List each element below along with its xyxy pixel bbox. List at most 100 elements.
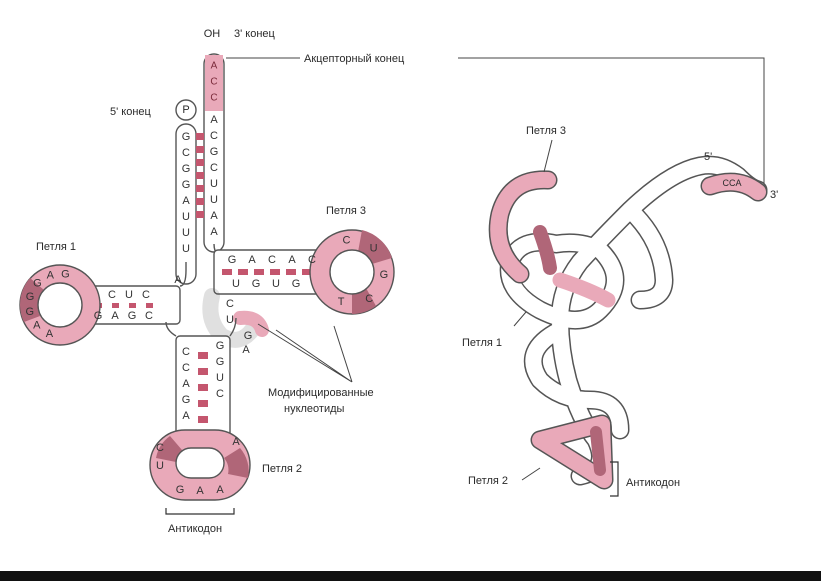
r-cca-fill	[702, 174, 766, 200]
r-loop3-dark	[533, 225, 557, 275]
nucleotide-t-loop: C	[365, 293, 373, 305]
acceptor-end-label: Акцепторный конец	[304, 53, 405, 65]
nucleotide-d-loop: G	[26, 291, 35, 303]
nucleotide-d-loop: A	[47, 270, 55, 282]
nucleotide-d-loop: G	[61, 268, 70, 280]
acceptor-pairs	[196, 133, 204, 218]
nucleotide-acceptor-right: A	[210, 210, 218, 222]
nucleotide-t-loop: U	[370, 242, 378, 254]
five-prime-label: 5' конец	[110, 106, 152, 118]
nucleotide-d-stem-bottom: A	[111, 310, 119, 322]
nucleotide-t-loop: C	[342, 234, 350, 246]
nucleotide-d-loop: G	[33, 278, 42, 290]
r-loop2-label: Петля 2	[468, 475, 508, 487]
nucleotide-acceptor-right: A	[210, 114, 218, 126]
nucleotide-acceptor-right: A	[210, 226, 218, 238]
nucleotide-t-stem-bottom: U	[272, 278, 280, 290]
nucleotide-acceptor-left: U	[182, 211, 190, 223]
variable-loop-pink	[233, 310, 269, 337]
nucleotide-t-stem-bottom: G	[292, 278, 301, 290]
three-prime-label: 3' конец	[234, 28, 276, 40]
nucleotide-t-loop: T	[338, 296, 345, 308]
anticodon-bracket	[165, 508, 235, 515]
nucleotide-t-stem-top: A	[288, 254, 296, 266]
r-anticodon-label: Антикодон	[626, 477, 680, 489]
nucleotide-t-stem-top: A	[248, 254, 256, 266]
nucleotide-ac-stem-right: U	[216, 372, 224, 384]
trna-3d-structure: CCA Петля 3 Петля 1 Петля 2 Антикодон 5'…	[462, 125, 778, 497]
d-loop-dark	[19, 278, 44, 322]
nucleotide-acceptor-right: C	[210, 162, 218, 174]
nucleotide-acceptor-left: U	[182, 227, 190, 239]
nucleotide-t-loop: G	[380, 269, 389, 281]
nucleotide-acceptor-3prime: C	[210, 93, 217, 104]
loop1-label: Петля 1	[36, 241, 76, 253]
nucleotide-ac-stem-left: C	[182, 346, 190, 358]
nucleotide-d-stem-top: U	[125, 289, 133, 301]
nucleotide-t-stem-top: C	[268, 254, 276, 266]
modified-pointers	[257, 323, 353, 383]
r-loop2-dark	[590, 426, 606, 476]
r-loop3-label: Петля 3	[526, 125, 566, 137]
acceptor-end-line	[226, 57, 765, 188]
nucleotide-acceptor-right: U	[210, 178, 218, 190]
nucleotide-ac-loop: A	[232, 436, 240, 448]
bottom-edge-bar	[0, 571, 821, 581]
nucleotide-acceptor-3prime: A	[211, 61, 218, 72]
r-cca-label: CCA	[722, 178, 741, 188]
nucleotide-acceptor-left: G	[182, 163, 191, 175]
nucleotide-acceptor-right: G	[210, 146, 219, 158]
nucleotide-d-stem-bottom: G	[94, 310, 103, 322]
nucleotide-d-stem-top: C	[142, 289, 150, 301]
nucleotide-acceptor-3prime: C	[210, 77, 217, 88]
nucleotide-d-stem-bottom: G	[128, 310, 137, 322]
nucleotide-t-stem-top: G	[228, 254, 237, 266]
nucleotide-acceptor-left: G	[182, 179, 191, 191]
nucleotide-junction: A	[174, 274, 182, 286]
r-loop1-label: Петля 1	[462, 337, 502, 349]
t-stem-pairs	[222, 269, 312, 275]
nucleotide-d-loop: A	[46, 328, 54, 340]
nucleotide-d-stem-top: C	[108, 289, 116, 301]
nucleotide-ac-loop: A	[216, 484, 224, 496]
anticodon-stem-connect	[165, 317, 237, 337]
nucleotide-ac-loop: A	[196, 485, 204, 497]
anticodon-label: Антикодон	[168, 523, 222, 535]
anticodon-stem-pairs	[198, 352, 208, 423]
anticodon-loop-dark-r	[224, 448, 249, 478]
r-anticodon-bracket	[610, 461, 619, 497]
modified-label-1: Модифицированные	[268, 387, 374, 399]
nucleotide-acceptor-left: A	[182, 195, 190, 207]
nucleotide-ac-stem-right: G	[216, 340, 225, 352]
acceptor-cca-pink	[205, 55, 223, 111]
nucleotide-ac-loop: C	[156, 442, 164, 454]
nucleotide-ac-stem-right: C	[216, 388, 224, 400]
modified-label-2: нуклеотиды	[284, 403, 345, 415]
r-loop1-pink	[552, 272, 616, 308]
nucleotide-t-stem-bottom: U	[232, 278, 240, 290]
nucleotide-acceptor-right: C	[210, 130, 218, 142]
d-stem-to-acceptor	[179, 262, 187, 287]
t-loop-dark-bottom	[352, 288, 376, 314]
r-loop3-fill	[490, 171, 556, 282]
nucleotide-ac-stem-left: A	[182, 378, 190, 390]
nucleotide-ac-stem-left: C	[182, 362, 190, 374]
phosphate-label: P	[182, 104, 189, 116]
nucleotide-acceptor-left: C	[182, 147, 190, 159]
cloverleaf: P OH 3' конец Акцепторный конец 5' конец…	[19, 28, 765, 535]
nucleotide-ac-stem-left: G	[182, 394, 191, 406]
nucleotide-d-stem-bottom: C	[145, 310, 153, 322]
nucleotide-variable: A	[242, 344, 250, 356]
nucleotide-variable: U	[226, 314, 234, 326]
nucleotide-acceptor-left: U	[182, 243, 190, 255]
nucleotide-ac-loop: G	[176, 484, 185, 496]
nucleotide-ac-stem-right: G	[216, 356, 225, 368]
phosphate-circle	[175, 99, 197, 121]
loop3-label: Петля 3	[326, 205, 366, 217]
anticodon-loop-dark-l	[156, 436, 182, 462]
oh-label: OH	[204, 28, 221, 40]
nucleotide-variable: C	[226, 298, 234, 310]
loop2-label: Петля 2	[262, 463, 302, 475]
